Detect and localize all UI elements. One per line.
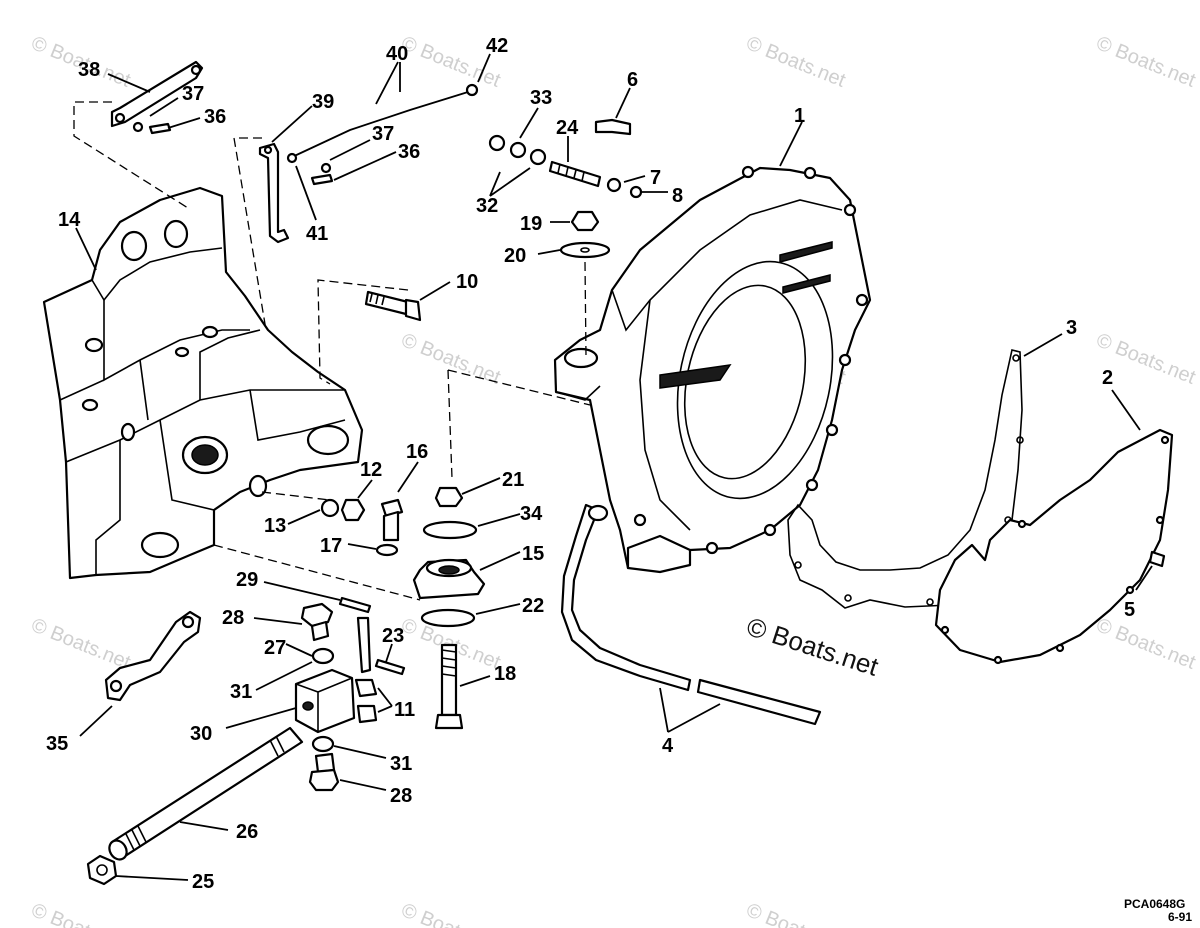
callout-28: 28 <box>390 785 412 807</box>
boats-net-watermark: © Boats.net <box>743 611 883 682</box>
callout-6: 6 <box>627 69 638 91</box>
callout-41: 41 <box>306 223 328 245</box>
callout-29: 29 <box>236 569 258 591</box>
callout-22: 22 <box>522 595 544 617</box>
callout-30: 30 <box>190 723 212 745</box>
callout-28: 28 <box>222 607 244 629</box>
callout-27: 27 <box>264 637 286 659</box>
callout-37: 37 <box>372 123 394 145</box>
hardware-upper-left <box>110 60 479 322</box>
callout-16: 16 <box>406 441 428 463</box>
transom-bracket-housing <box>42 186 364 580</box>
callout-19: 19 <box>520 213 542 235</box>
hardware-lower-left <box>86 550 1166 886</box>
callout-18: 18 <box>494 663 516 685</box>
watermark: © Boats.net <box>28 614 134 674</box>
callout-12: 12 <box>360 459 382 481</box>
callout-40: 40 <box>386 43 408 65</box>
watermark: © Boats.net <box>398 329 504 389</box>
callout-24: 24 <box>556 117 579 139</box>
callout-31: 31 <box>390 753 412 775</box>
drawing-number: PCA0648G <box>1124 897 1185 911</box>
watermark: © Boats.net <box>743 32 849 92</box>
watermark: © Boats.net <box>743 899 849 928</box>
callout-1: 1 <box>794 105 805 127</box>
callout-31: 31 <box>230 681 252 703</box>
watermark: © Boats.net <box>28 899 134 928</box>
hardware-center <box>294 486 486 792</box>
callout-42: 42 <box>486 35 508 57</box>
hardware-upper-right <box>488 118 643 259</box>
drawing-date: 6-91 <box>1168 910 1192 924</box>
watermark: © Boats.net <box>398 899 504 928</box>
callout-36: 36 <box>398 141 420 163</box>
callout-37: 37 <box>182 83 204 105</box>
callout-7: 7 <box>650 167 661 189</box>
callout-39: 39 <box>312 91 334 113</box>
callout-3: 3 <box>1066 317 1077 339</box>
bell-housing-cover <box>553 165 872 574</box>
callout-25: 25 <box>192 871 214 893</box>
callout-26: 26 <box>236 821 258 843</box>
callout-32: 32 <box>476 195 498 217</box>
watermark: © Boats.net <box>1093 614 1199 674</box>
callout-35: 35 <box>46 733 68 755</box>
callout-5: 5 <box>1124 599 1135 621</box>
hose <box>560 503 822 726</box>
callout-10: 10 <box>456 271 478 293</box>
callout-11: 11 <box>394 699 415 721</box>
leader-lines <box>75 53 1153 881</box>
callout-labels: 38 37 36 39 40 42 41 37 36 33 24 32 6 7 … <box>46 35 1135 893</box>
callout-20: 20 <box>504 245 526 267</box>
callout-34: 34 <box>520 503 543 525</box>
callout-4: 4 <box>662 735 674 757</box>
callout-2: 2 <box>1102 367 1113 389</box>
callout-23: 23 <box>382 625 404 647</box>
callout-15: 15 <box>522 543 544 565</box>
callout-13: 13 <box>264 515 286 537</box>
callout-33: 33 <box>530 87 552 109</box>
callout-38: 38 <box>78 59 100 81</box>
callout-17: 17 <box>320 535 342 557</box>
assembly-guide-lines <box>73 101 591 601</box>
callout-8: 8 <box>672 185 683 207</box>
callout-36: 36 <box>204 106 226 128</box>
callout-21: 21 <box>502 469 524 491</box>
cover-plate <box>934 428 1174 665</box>
watermark: © Boats.net <box>1093 32 1199 92</box>
callout-14: 14 <box>58 209 81 231</box>
